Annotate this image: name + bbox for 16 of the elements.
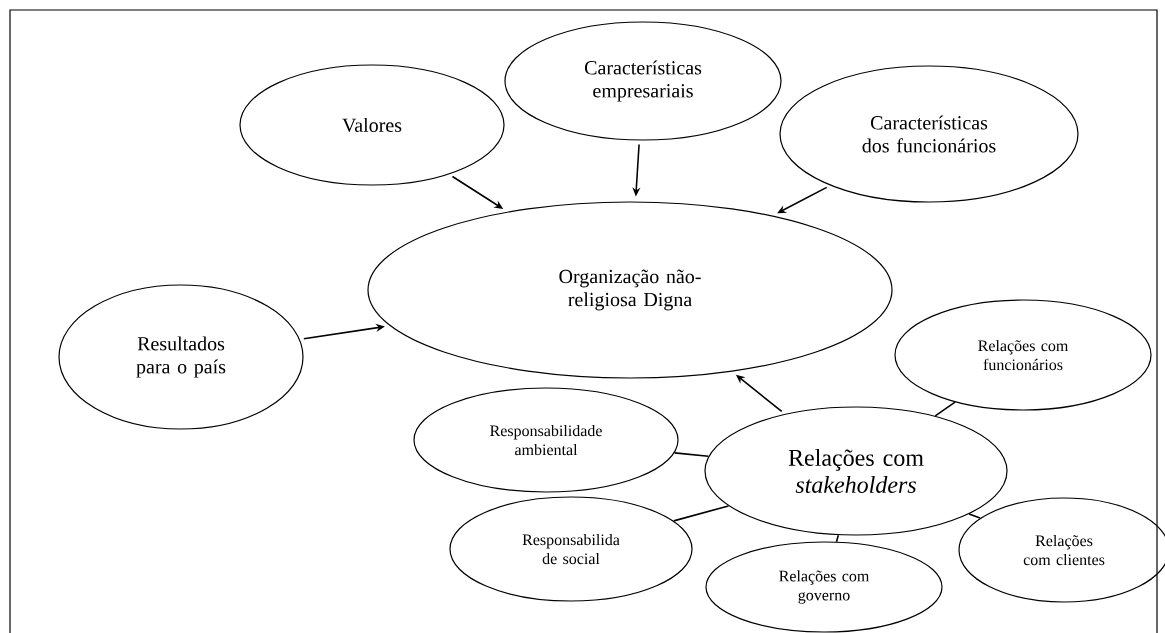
ellipse-node: Resultados para o país (58, 284, 304, 430)
ellipse-node: Relações com funcionários (894, 299, 1152, 411)
connector-line (673, 452, 710, 458)
arrow (777, 186, 828, 214)
ellipse-node: Responsabilida de social (449, 496, 693, 602)
connector-line (934, 401, 956, 417)
ellipse-node: Relações com governo (705, 541, 943, 633)
connector-line (968, 513, 981, 519)
connector-line (835, 534, 840, 543)
connector-line (672, 505, 730, 522)
ellipse-node: Características dos funcionários (779, 65, 1079, 203)
ellipse-node: Características empresariais (504, 21, 782, 141)
ellipse-node: Responsabilidade ambiental (413, 387, 679, 493)
ellipse-node: Valores (239, 64, 505, 186)
ellipse-node: Organização não-religiosa Digna (367, 201, 893, 379)
ellipse-node: Relações com stakeholders (704, 406, 1008, 536)
